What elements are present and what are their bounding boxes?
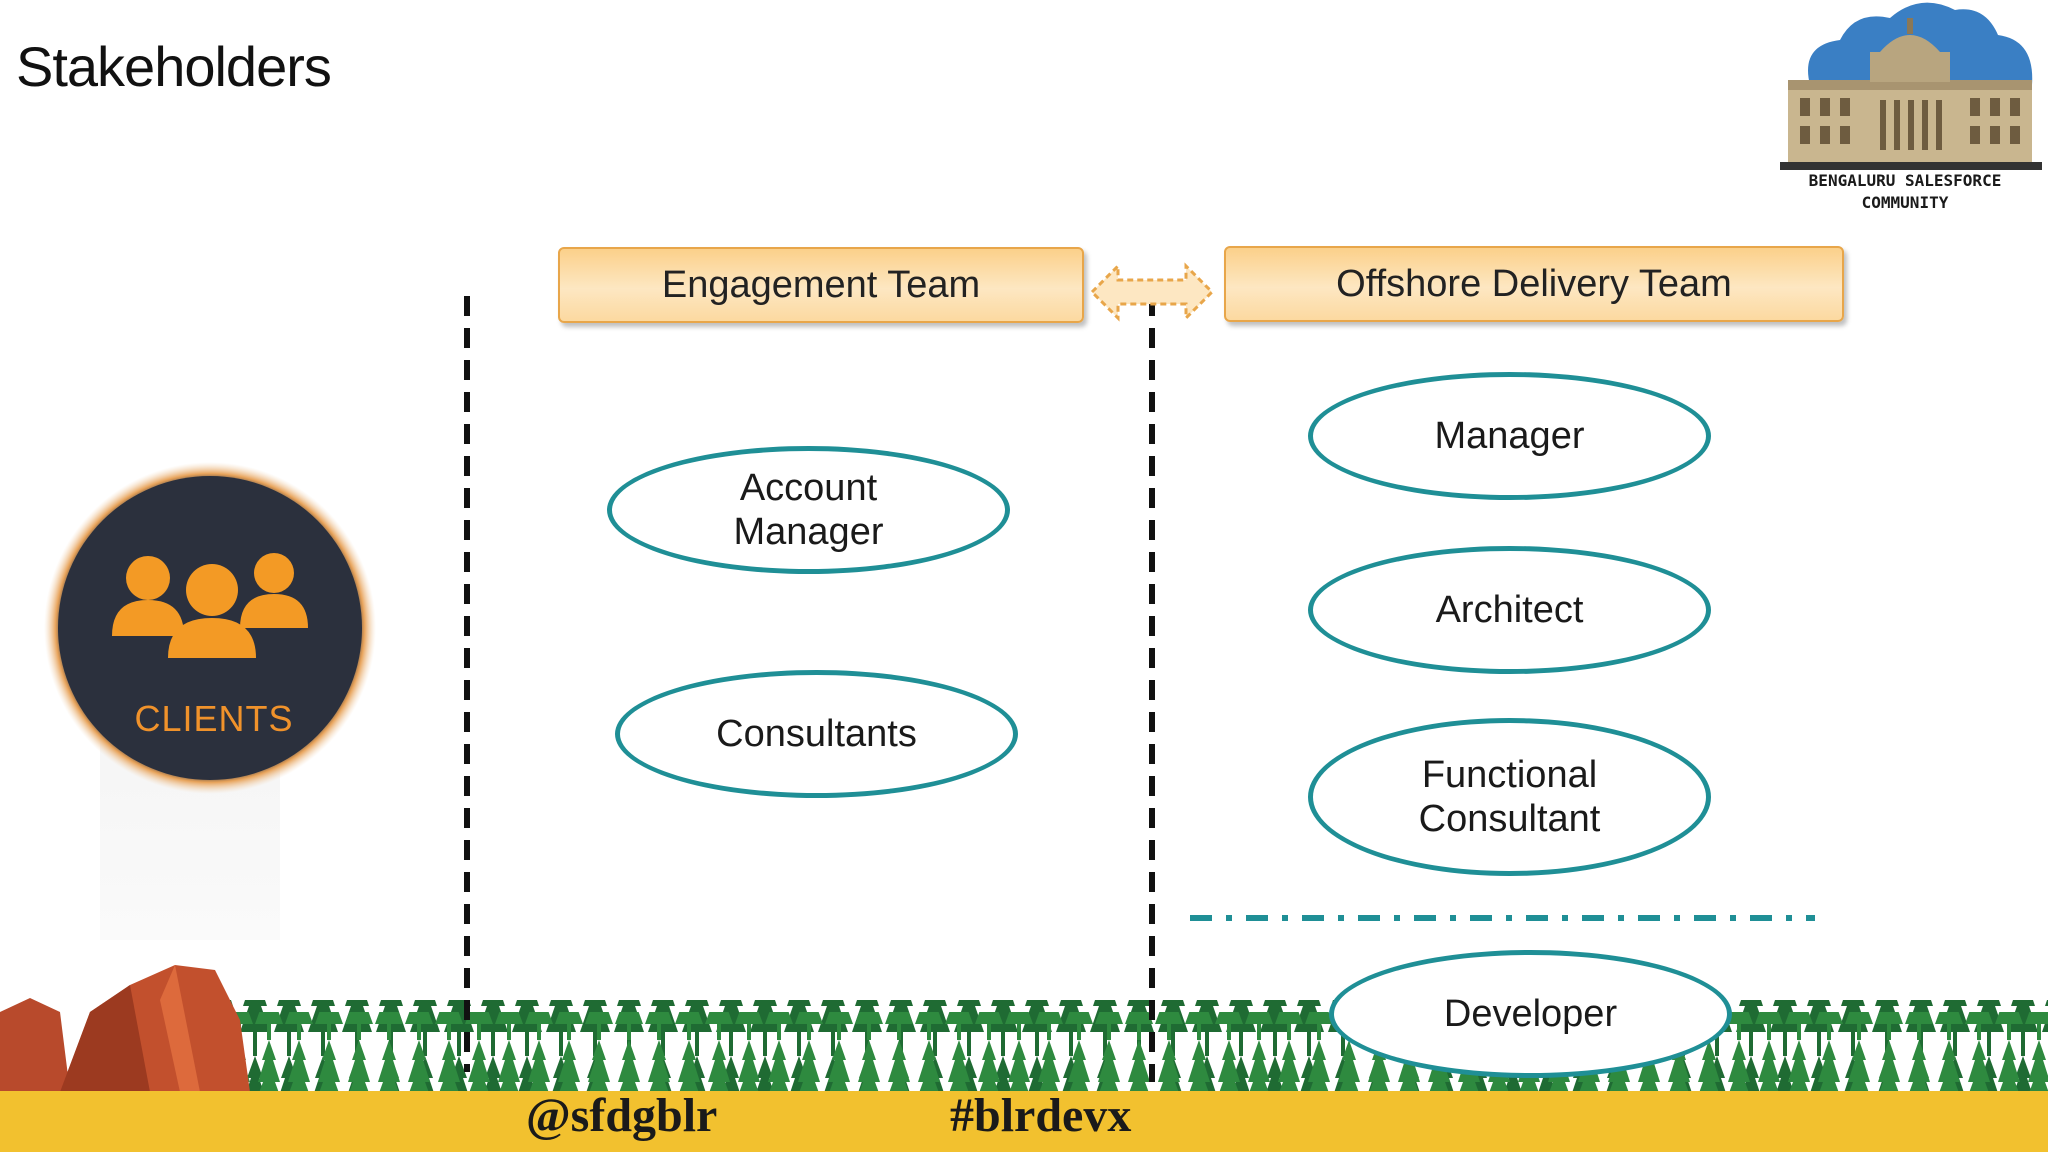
role-developer: Developer: [1329, 950, 1732, 1078]
role-functional-consultant: Functional Consultant: [1308, 718, 1711, 876]
page-title: Stakeholders: [16, 35, 332, 98]
people-group-icon: [112, 553, 308, 658]
role-label: Manager: [1434, 415, 1585, 457]
role-consultants: Consultants: [615, 670, 1018, 798]
event-hashtag: #blrdevx: [950, 1089, 1132, 1142]
red-rock-left: [0, 998, 70, 1092]
bengaluru-community-logo-icon: [1780, 2, 2042, 170]
clients-label: CLIENTS: [134, 698, 294, 739]
role-label: Architect: [1435, 589, 1584, 631]
engagement-team-header: Engagement Team: [558, 247, 1084, 323]
offshore-team-label: Offshore Delivery Team: [1336, 262, 1732, 305]
role-label: Account Manager: [733, 467, 884, 553]
footer-bar: [0, 1091, 2048, 1152]
offshore-team-header: Offshore Delivery Team: [1224, 246, 1844, 322]
twitter-handle: @sfdgblr: [526, 1089, 718, 1142]
role-manager: Manager: [1308, 372, 1711, 500]
role-architect: Architect: [1308, 546, 1711, 674]
role-label: Developer: [1443, 993, 1618, 1035]
logo-caption: BENGALURU SALESFORCE COMMUNITY: [1760, 170, 2048, 214]
clients-circle: [44, 462, 376, 794]
role-label: Consultants: [716, 713, 917, 755]
logo-line-1: BENGALURU SALESFORCE: [1808, 171, 2002, 190]
role-account-manager: Account Manager: [607, 446, 1010, 574]
engagement-team-label: Engagement Team: [661, 263, 981, 306]
role-label: Functional Consultant: [1418, 754, 1601, 840]
double-arrow-icon: [1089, 262, 1215, 322]
logo-line-2: COMMUNITY: [1861, 193, 1949, 212]
